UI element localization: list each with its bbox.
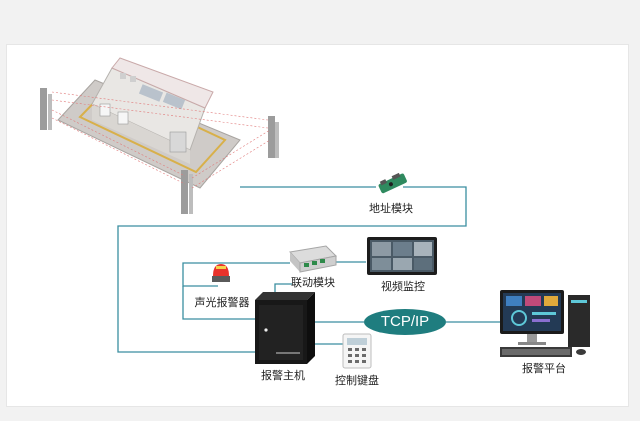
network-tcp-ip: TCP/IP xyxy=(364,309,446,335)
control-keyboard-icon xyxy=(342,333,372,369)
address-module-icon xyxy=(378,172,407,194)
label-alarm-host: 报警主机 xyxy=(261,369,305,382)
strobe-siren-icon xyxy=(212,264,230,282)
building-perimeter-illustration xyxy=(40,57,279,214)
label-linkage-module: 联动模块 xyxy=(291,276,335,289)
computer-workstation-icon xyxy=(500,290,590,357)
video-monitor-icon xyxy=(367,237,437,275)
label-control-keyboard: 控制键盘 xyxy=(335,374,379,387)
label-video-monitor: 视频监控 xyxy=(381,280,425,293)
label-sound-light-alarm: 声光报警器 xyxy=(194,296,250,309)
label-address-module: 地址模块 xyxy=(369,202,413,215)
label-alarm-platform: 报警平台 xyxy=(522,362,566,375)
linkage-module-icon xyxy=(289,245,338,273)
alarm-host-icon xyxy=(255,292,315,364)
